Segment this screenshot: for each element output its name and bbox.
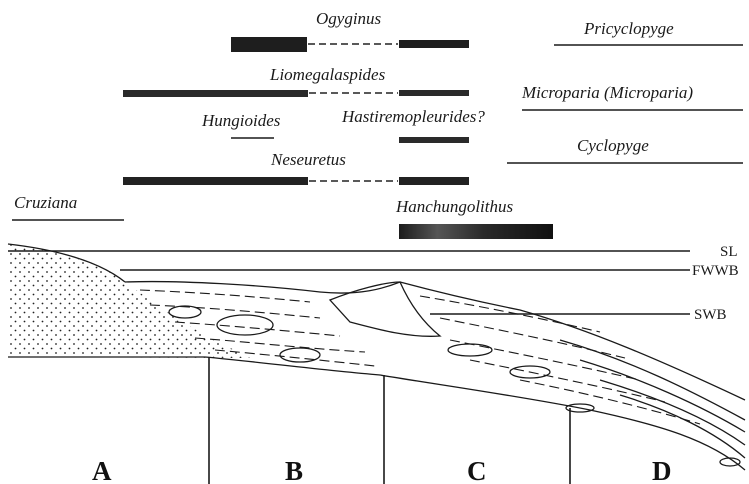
label-neseuretus: Neseuretus (270, 150, 346, 169)
label-ogyginus: Ogyginus (316, 9, 382, 28)
zone-label-c: C (467, 456, 487, 484)
label-swb: SWB (694, 307, 727, 323)
label-hastiremopleurides: Hastiremopleurides? (341, 107, 485, 126)
zone-label-b: B (285, 456, 303, 484)
label-cruziana: Cruziana (14, 193, 77, 212)
range-ogyginus-bar-left (231, 37, 307, 52)
cross-section (8, 244, 745, 470)
label-sl: SL (720, 244, 738, 260)
range-hanchungolithus (399, 224, 553, 239)
sand-lens (217, 315, 273, 335)
range-liomegalaspides (123, 90, 469, 97)
range-liomegalaspides-bar-left (123, 90, 308, 97)
shale-layer (215, 350, 375, 366)
label-microparia: Microparia (Microparia) (521, 83, 693, 102)
zone-label-d: D (652, 456, 672, 484)
zone-label-a: A (92, 456, 112, 484)
sand-lens (448, 344, 492, 356)
label-pricyclopyge: Pricyclopyge (583, 19, 674, 38)
zone-labels: A B C D (92, 456, 672, 484)
shelf-base-surface (205, 357, 745, 470)
range-neseuretus (123, 177, 469, 185)
distal-lamina (560, 340, 745, 420)
distal-lamina (620, 395, 745, 458)
range-liomegalaspides-bar-right (399, 90, 469, 96)
range-neseuretus-bar-right (399, 177, 469, 185)
range-ogyginus (231, 37, 469, 52)
shelf-top-surface (125, 282, 745, 400)
label-hungioides: Hungioides (201, 111, 281, 130)
taxon-labels: Ogyginus Liomegalaspides Hungioides Hast… (14, 9, 693, 216)
sandstone-body-c (330, 282, 440, 336)
distal-lamina (580, 360, 745, 432)
label-fwwb: FWWB (692, 263, 739, 279)
shale-layer (450, 340, 640, 380)
label-hanchungolithus: Hanchungolithus (395, 197, 513, 216)
range-ogyginus-bar-right (399, 40, 469, 48)
shale-layer (140, 290, 310, 302)
sandstone-body-a (8, 244, 250, 358)
label-liomegalaspides: Liomegalaspides (269, 65, 386, 84)
range-neseuretus-bar-left (123, 177, 308, 185)
sand-lens (169, 306, 201, 318)
label-cyclopyge: Cyclopyge (577, 136, 649, 155)
range-hastiremopleurides (399, 137, 469, 143)
sand-lens (280, 348, 320, 362)
